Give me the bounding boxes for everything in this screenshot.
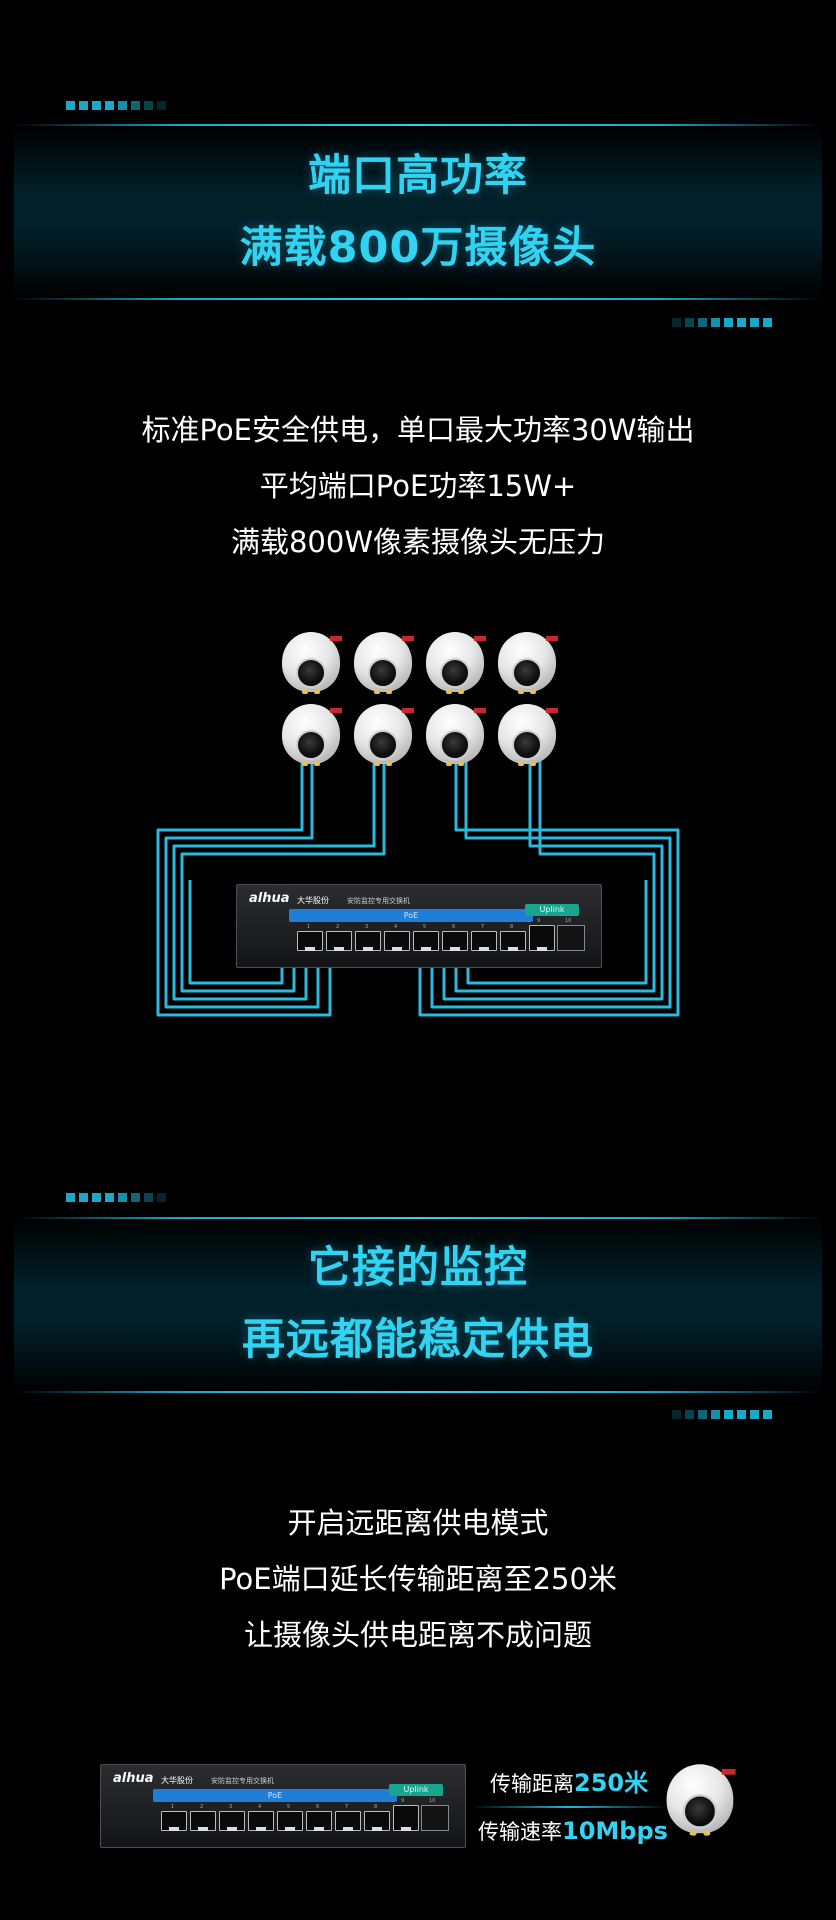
rj45-port-7 <box>471 931 497 951</box>
port2-label-4: 4 <box>258 1804 262 1810</box>
poe-cable-diagram <box>156 760 680 1017</box>
port-label-3: 3 <box>365 924 369 930</box>
port-label-8: 8 <box>510 924 514 930</box>
rj45-port-6 <box>442 931 468 951</box>
camera-5 <box>278 702 344 772</box>
camera-product <box>662 1762 738 1843</box>
switch-model-text-2: 安防监控专用交换机 <box>211 1777 274 1785</box>
rj45-port2-7 <box>335 1811 361 1831</box>
spec-distance: 传输距离250米 <box>490 1763 648 1798</box>
port-label-9: 9 <box>537 918 541 924</box>
rj45-port-4 <box>384 931 410 951</box>
rj45-port2-3 <box>219 1811 245 1831</box>
sfp-port-10 <box>557 925 585 951</box>
uplink-bar: Uplink <box>525 904 579 916</box>
body-2-line-3: 让摄像头供电距离不成问题 <box>243 1618 592 1652</box>
spec-distance-value: 250米 <box>574 1769 649 1797</box>
cable-6 <box>430 760 672 1009</box>
cable-7 <box>442 760 664 1001</box>
port-label-10: 10 <box>565 918 572 924</box>
decor-dots-top-left <box>66 101 166 110</box>
camera-4 <box>494 630 560 700</box>
cable-3 <box>172 760 376 1001</box>
port2-label-1: 1 <box>171 1804 175 1810</box>
port-label-1: 1 <box>307 924 311 930</box>
spec-distance-label: 传输距离 <box>490 1772 574 1796</box>
cable-1 <box>156 760 332 1017</box>
camera-6 <box>350 702 416 772</box>
port2-label-2: 2 <box>200 1804 204 1810</box>
port-label-5: 5 <box>423 924 427 930</box>
body-2-line-1: 开启远距离供电模式 <box>287 1506 549 1540</box>
poe-switch-diagram: alhua 大华股份 安防监控专用交换机 PoE Uplink 1 2 3 4 … <box>236 884 602 968</box>
rj45-port2-1 <box>161 1811 187 1831</box>
rj45-port2-4 <box>248 1811 274 1831</box>
headline-2-line-2: 再远都能稳定供电 <box>242 1315 594 1365</box>
headline-1-line-2: 满载800万摄像头 <box>239 223 597 273</box>
switch-model-text: 安防监控专用交换机 <box>347 897 410 905</box>
switch-brand-logo-2: alhua <box>113 1771 154 1786</box>
headline-2-line-1: 它接的监控 <box>308 1243 528 1293</box>
cable-5 <box>418 760 680 1017</box>
rj45-port-5 <box>413 931 439 951</box>
port-label-6: 6 <box>452 924 456 930</box>
poe-switch-product: alhua 大华股份 安防监控专用交换机 PoE Uplink 1 2 3 4 … <box>100 1764 466 1848</box>
cable-2 <box>164 760 320 1009</box>
port-label-4: 4 <box>394 924 398 930</box>
rj45-port2-8 <box>364 1811 390 1831</box>
port-label-7: 7 <box>481 924 485 930</box>
rj45-port2-6 <box>306 1811 332 1831</box>
rj45-port-9 <box>529 925 555 951</box>
port-label-2: 2 <box>336 924 340 930</box>
spec-speed: 传输速率10Mbps <box>478 1816 668 1846</box>
port2-label-10: 10 <box>429 1798 436 1804</box>
uplink-bar-2: Uplink <box>389 1784 443 1796</box>
camera-2 <box>350 630 416 700</box>
headline-1-line-1: 端口高功率 <box>308 151 528 201</box>
port2-label-6: 6 <box>316 1804 320 1810</box>
switch-brand-logo: alhua <box>249 891 290 906</box>
switch-brand-cn: 大华股份 <box>297 896 329 905</box>
body-1-line-1: 标准PoE安全供电，单口最大功率30W输出 <box>141 413 695 447</box>
rj45-port-3 <box>355 931 381 951</box>
decor-dots-right-2 <box>672 1410 772 1419</box>
cable-8 <box>454 760 656 993</box>
cable-4 <box>180 760 386 993</box>
port2-label-7: 7 <box>345 1804 349 1810</box>
port2-label-5: 5 <box>287 1804 291 1810</box>
body-1-line-3: 满载800W像素摄像头无压力 <box>230 525 606 559</box>
rj45-port-2 <box>326 931 352 951</box>
rj45-port2-5 <box>277 1811 303 1831</box>
camera-3 <box>422 630 488 700</box>
rj45-port-8 <box>500 931 526 951</box>
rj45-port-1 <box>297 931 323 951</box>
rj45-port2-9 <box>393 1805 419 1831</box>
poe-port-bar: PoE <box>289 909 533 922</box>
headline-band-2 <box>14 1217 822 1393</box>
poe-port-bar-2: PoE <box>153 1789 397 1802</box>
body-1-line-2: 平均端口PoE功率15W+ <box>259 469 577 503</box>
sfp-port2-10 <box>421 1805 449 1831</box>
camera-8 <box>494 702 560 772</box>
switch-brand-cn-2: 大华股份 <box>161 1776 193 1785</box>
port2-label-3: 3 <box>229 1804 233 1810</box>
port2-label-8: 8 <box>374 1804 378 1810</box>
body-2-line-2: PoE端口延长传输距离至250米 <box>219 1562 617 1596</box>
headline-band-1 <box>14 124 822 300</box>
spec-divider <box>470 1806 670 1808</box>
spec-speed-label: 传输速率 <box>478 1820 562 1844</box>
camera-7 <box>422 702 488 772</box>
rj45-port2-2 <box>190 1811 216 1831</box>
decor-dots-right <box>672 318 772 327</box>
decor-dots-top-left-2 <box>66 1193 166 1202</box>
camera-1 <box>278 630 344 700</box>
spec-speed-value: 10Mbps <box>562 1817 668 1845</box>
port2-label-9: 9 <box>401 1798 405 1804</box>
